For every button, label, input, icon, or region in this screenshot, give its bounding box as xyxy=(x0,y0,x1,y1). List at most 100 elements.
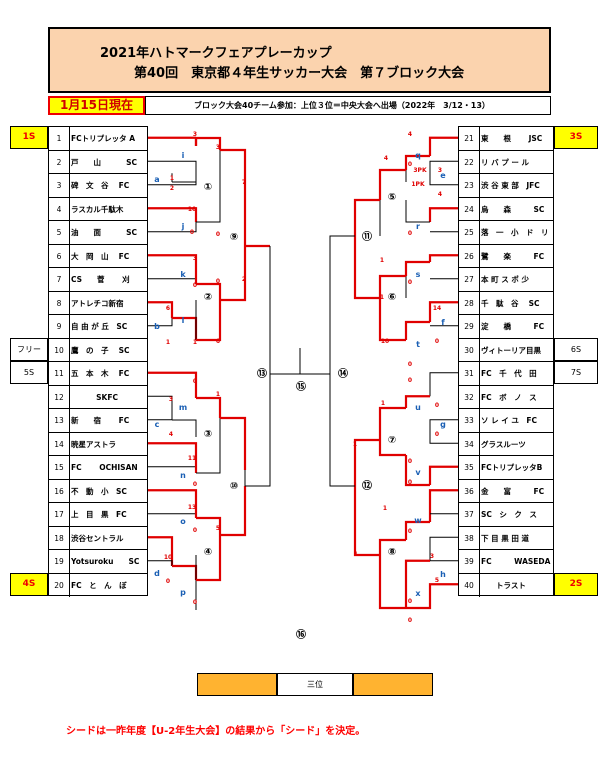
score-u1: 0 xyxy=(408,377,412,384)
team-row: 40 トラスト xyxy=(459,573,553,598)
team-name: ラスカル千駄木 xyxy=(71,204,124,214)
match-label-c: c xyxy=(155,420,160,429)
score-v2: 0 xyxy=(408,479,412,486)
winner-path xyxy=(428,465,458,485)
team-name: FCトリプレッタB xyxy=(481,463,543,472)
round-number-c3: ③ xyxy=(204,429,212,440)
score-g1: 0 xyxy=(435,402,439,409)
third-place-team-right xyxy=(353,673,433,696)
winner-path xyxy=(353,236,380,300)
bracket-line xyxy=(429,419,458,444)
team-name: 鷺 楽 FC xyxy=(481,251,545,261)
winner-path xyxy=(148,254,198,284)
score-t1: 10 xyxy=(381,338,389,345)
match-label-r: r xyxy=(416,222,420,231)
team-number: 40 xyxy=(459,573,480,597)
team-number: 12 xyxy=(49,385,70,409)
team-number: 34 xyxy=(459,432,480,456)
bracket-line xyxy=(245,374,271,487)
team-name: 淀 橋 FC xyxy=(481,322,545,331)
round-number-c2: ② xyxy=(204,292,212,303)
tournament-info: ブロック大会40チーム参加：上位３位＝中央大会へ出場（2022年 3/12・13… xyxy=(145,96,551,115)
score-d1: 10 xyxy=(164,554,172,561)
team-name: 千 駄 谷 SC xyxy=(481,298,540,308)
team-number: 33 xyxy=(459,409,480,432)
team-number: 35 xyxy=(459,456,480,479)
score-e4: 4 xyxy=(438,191,442,198)
score-c1w: 3 xyxy=(216,144,220,151)
team-row: 12 SKFC xyxy=(49,385,147,409)
winner-path xyxy=(378,555,406,610)
round-number-c13: ⑬ xyxy=(257,367,267,380)
winner-path xyxy=(404,559,430,608)
team-number: 19 xyxy=(49,550,70,573)
team-number: 16 xyxy=(49,479,70,503)
score-c6w: 1 xyxy=(380,257,384,264)
score-b2: 1 xyxy=(166,339,170,346)
team-number: 11 xyxy=(49,362,70,385)
score-p1: 0 xyxy=(193,599,197,606)
score-r2w: 7 xyxy=(242,179,246,186)
winner-path xyxy=(353,198,380,236)
team-name: ソ レ イ ユ FC xyxy=(481,416,537,425)
score-n1: 11 xyxy=(188,455,196,462)
round-number-c1: ① xyxy=(204,182,212,193)
team-name: 戸 山 SC xyxy=(71,157,138,167)
match-label-h: h xyxy=(440,570,446,579)
seed-badge: 3S xyxy=(554,126,598,149)
team-number: 23 xyxy=(459,174,480,197)
team-name: 渋 谷 東 部 JFC xyxy=(481,181,540,190)
team-number: 3 xyxy=(49,174,70,197)
match-label-k: k xyxy=(180,270,186,279)
team-name: 新 宿 FC xyxy=(71,416,130,425)
seed-badge: 5S xyxy=(10,361,48,384)
winner-path xyxy=(148,489,198,518)
team-number: 6 xyxy=(49,244,70,268)
team-number: 9 xyxy=(49,315,70,338)
team-number: 4 xyxy=(49,197,70,221)
winner-path xyxy=(353,438,380,486)
team-name: アトレチコ新宿 xyxy=(71,298,124,308)
winner-path xyxy=(220,148,247,186)
match-label-q: q xyxy=(415,151,421,160)
score-s1: 0 xyxy=(408,279,412,286)
match-label-m: m xyxy=(179,403,187,412)
round-number-c12: ⑫ xyxy=(362,479,372,492)
score-i1: 3 xyxy=(193,131,197,138)
winner-path xyxy=(353,486,380,557)
winner-path xyxy=(148,536,174,566)
round-number-c10: ⑩ xyxy=(230,481,238,492)
bracket-line xyxy=(329,374,355,487)
winner-path xyxy=(378,406,406,440)
team-name: SKFC xyxy=(71,392,118,402)
score-c2l: 0 xyxy=(216,278,220,285)
team-name: 油 面 SC xyxy=(71,228,138,237)
team-number: 7 xyxy=(49,268,70,291)
score-d2: 0 xyxy=(166,578,170,585)
team-number: 20 xyxy=(49,573,70,597)
team-name: トラスト xyxy=(481,580,526,590)
team-number: 1 xyxy=(49,127,70,150)
match-label-a: a xyxy=(154,175,159,184)
match-label-j: j xyxy=(181,222,185,231)
score-m1: 0 xyxy=(193,378,197,385)
seed-badge: 4S xyxy=(10,572,48,596)
team-name: リ バ プ ー ル xyxy=(481,157,529,167)
winner-path xyxy=(196,535,222,582)
team-name: FC OCHISAN xyxy=(71,463,138,472)
team-number: 17 xyxy=(49,503,70,526)
team-name: FCトリプレッタ A xyxy=(71,134,136,143)
team-name: 大 岡 山 FC xyxy=(71,251,130,261)
round-number-c4: ④ xyxy=(204,547,212,558)
